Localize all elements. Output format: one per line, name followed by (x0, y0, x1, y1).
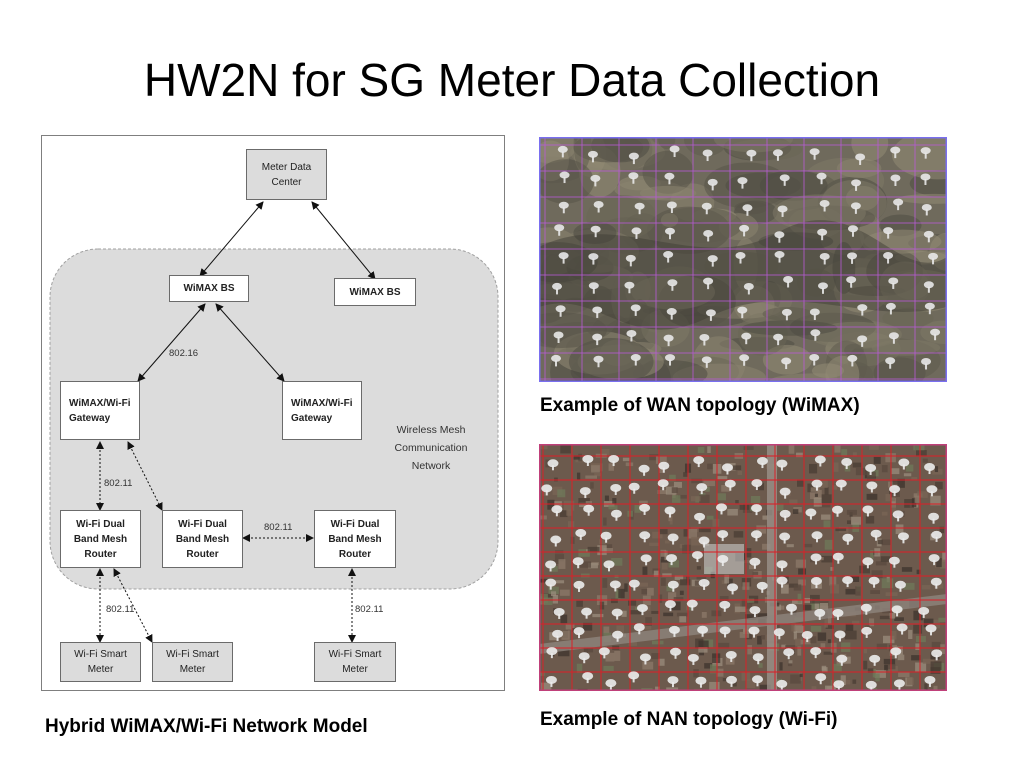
slide-title: HW2N for SG Meter Data Collection (143, 54, 881, 106)
smart-meter-node-3: Wi-Fi Smart Meter (314, 642, 396, 682)
router-node-3: Wi-Fi Dual Band Mesh Router (314, 510, 396, 568)
link-center-bs2 (311, 201, 376, 280)
wan-caption: Example of WAN topology (WiMAX) (540, 395, 860, 416)
smart-meter-node-1: Wi-Fi Smart Meter (60, 642, 141, 682)
link-bs1-gw2 (215, 303, 285, 382)
link-label-80211-meters-2: 802.11 (355, 604, 384, 615)
link-label-80211-gw: 802.11 (104, 478, 133, 489)
network-diagram: Meter Data Center WiMAX BS WiMAX BS 802.… (41, 135, 505, 691)
link-bs1-gw1 (137, 303, 206, 382)
gateway-node-1: WiMAX/Wi-Fi Gateway (60, 381, 140, 440)
nan-map-image (539, 444, 947, 691)
gateway-node-2: WiMAX/Wi-Fi Gateway (282, 381, 362, 440)
wimax-bs-node-2: WiMAX BS (334, 278, 416, 306)
nan-topology-map (539, 444, 947, 691)
router-node-2: Wi-Fi Dual Band Mesh Router (162, 510, 243, 568)
wan-topology-map (539, 137, 947, 382)
diagram-caption: Hybrid WiMAX/Wi-Fi Network Model (45, 716, 368, 737)
wimax-bs-node-1: WiMAX BS (169, 275, 249, 302)
link-center-bs1 (199, 201, 264, 277)
link-router1-meter2 (113, 568, 153, 643)
router-node-1: Wi-Fi Dual Band Mesh Router (60, 510, 141, 568)
link-label-80211-meters-1: 802.11 (106, 604, 135, 615)
nan-caption: Example of NAN topology (Wi-Fi) (540, 709, 838, 730)
link-label-80211-routers: 802.11 (264, 522, 293, 533)
smart-meter-node-2: Wi-Fi Smart Meter (152, 642, 233, 682)
diagram-connectors (49, 201, 499, 643)
link-gw1-router2 (127, 441, 163, 511)
wan-map-image (539, 137, 947, 382)
mesh-network-label: Wireless Mesh Communication Network (394, 424, 468, 472)
meter-data-center-node: Meter Data Center (246, 149, 327, 200)
link-label-80216: 802.16 (169, 348, 199, 359)
